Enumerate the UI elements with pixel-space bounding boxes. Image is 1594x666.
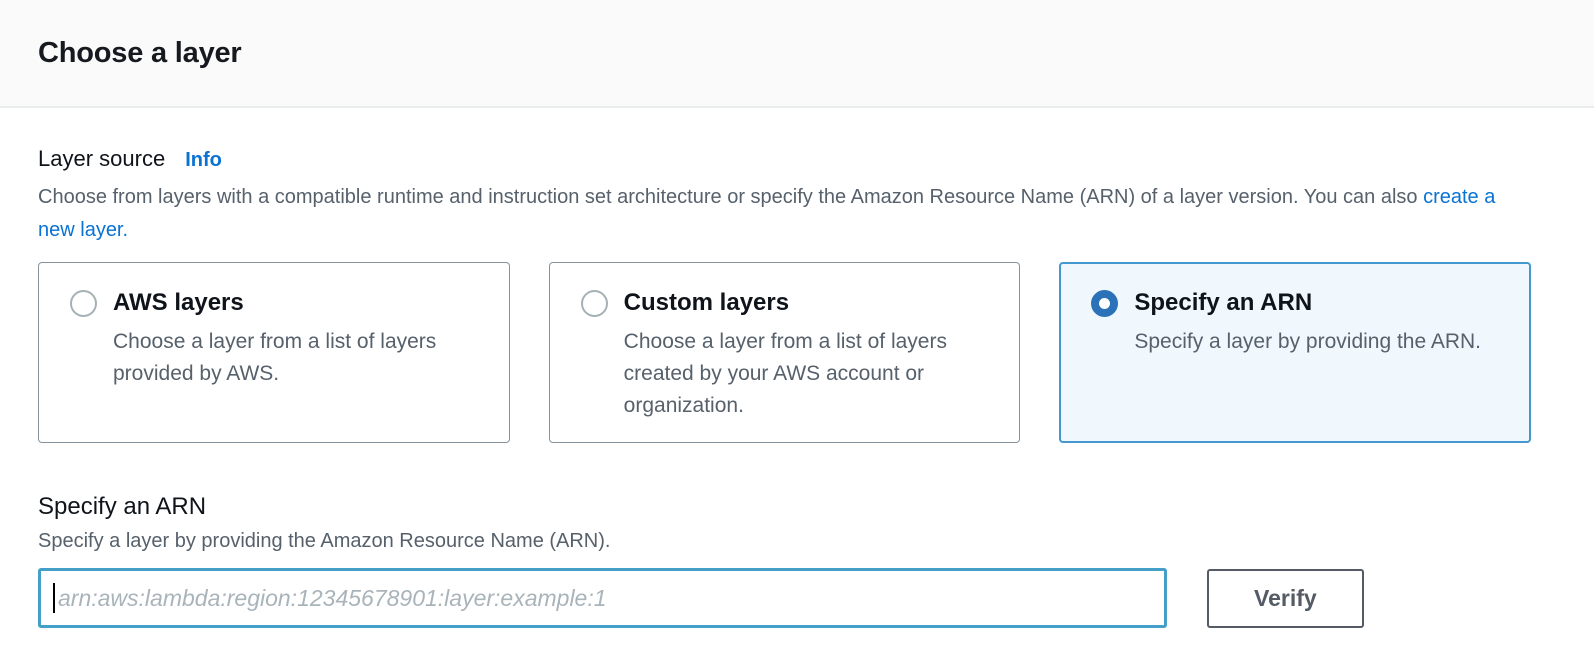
option-text: Custom layers Choose a layer from a list…: [624, 288, 994, 422]
layer-source-label: Layer source: [38, 146, 166, 171]
option-title: AWS layers: [113, 289, 244, 316]
specify-arn-title: Specify an ARN: [38, 493, 207, 520]
create-new-layer-link[interactable]: create a new layer.: [38, 186, 1496, 241]
info-link[interactable]: Info: [185, 149, 222, 171]
specify-arn-description: Specify a layer by providing the Amazon …: [38, 530, 611, 552]
arn-input[interactable]: [38, 568, 1167, 628]
option-description: Choose a layer from a list of layers pro…: [113, 330, 437, 385]
option-description: Specify a layer by providing the ARN.: [1134, 330, 1482, 353]
arn-input-wrap: [38, 568, 1167, 628]
layer-source-field-header: Layer source Info: [38, 146, 1556, 172]
radio-icon[interactable]: [70, 290, 97, 317]
layer-source-description: Choose from layers with a compatible run…: [38, 181, 1498, 247]
arn-input-row: Verify: [38, 568, 1556, 628]
radio-icon[interactable]: [580, 290, 608, 317]
option-text: Specify an ARN Specify a layer by provid…: [1134, 288, 1481, 422]
option-description: Choose a layer from a list of layers cre…: [623, 330, 947, 417]
text-caret: [53, 583, 55, 613]
radio-icon[interactable]: [1091, 290, 1119, 317]
option-title: Specify an ARN: [1134, 289, 1313, 316]
layer-source-description-text: Choose from layers with a compatible run…: [38, 186, 1418, 208]
layer-source-options: AWS layers Choose a layer from a list of…: [38, 262, 1556, 443]
option-title: Custom layers: [623, 289, 790, 316]
option-text: AWS layers Choose a layer from a list of…: [113, 288, 483, 422]
layer-option-specify-arn[interactable]: Specify an ARN Specify a layer by provid…: [1059, 262, 1532, 443]
layer-chooser-body: Layer source Info Choose from layers wit…: [0, 146, 1594, 628]
layer-option-custom-layers[interactable]: Custom layers Choose a layer from a list…: [548, 262, 1021, 443]
panel-header: Choose a layer: [0, 0, 1594, 108]
layer-option-aws-layers[interactable]: AWS layers Choose a layer from a list of…: [38, 262, 510, 443]
verify-button[interactable]: Verify: [1207, 568, 1364, 628]
page-title: Choose a layer: [38, 36, 242, 69]
